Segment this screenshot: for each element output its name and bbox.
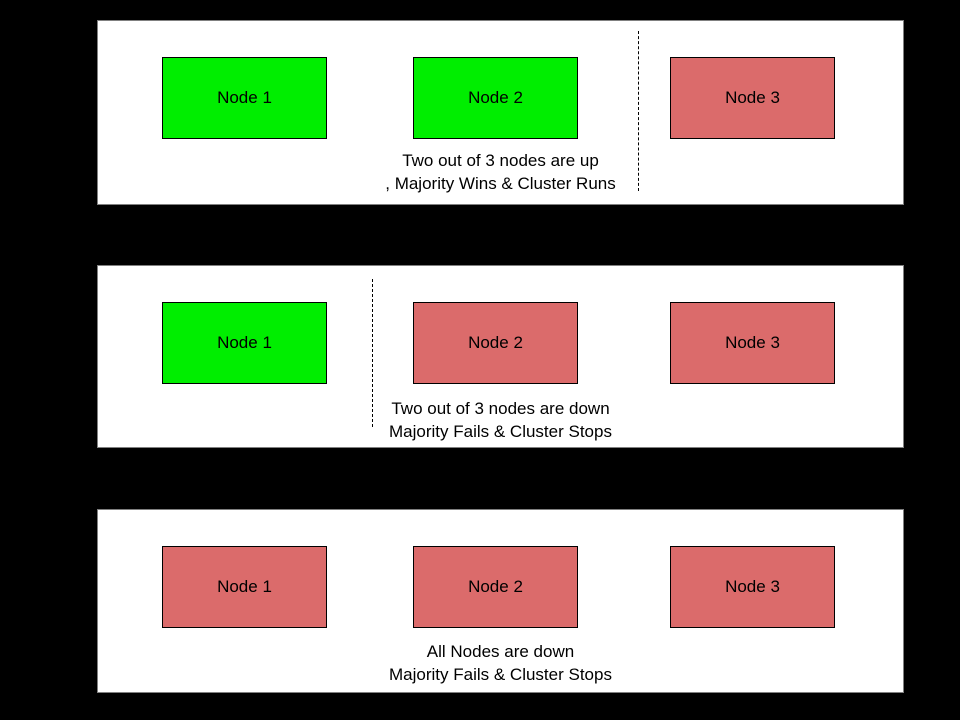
node-box-1: Node 1 bbox=[162, 57, 327, 139]
scenario-caption: Two out of 3 nodes are down Majority Fai… bbox=[98, 397, 903, 443]
node-box-1: Node 1 bbox=[162, 302, 327, 384]
caption-line-1: Two out of 3 nodes are down bbox=[391, 399, 610, 418]
node-label: Node 2 bbox=[468, 577, 523, 596]
caption-line-1: All Nodes are down bbox=[426, 642, 575, 661]
node-label: Node 1 bbox=[217, 88, 272, 107]
scenario-panel-majority-down: Node 1 Node 2 Node 3 Two out of 3 nodes … bbox=[97, 265, 904, 448]
caption-line-2: , Majority Wins & Cluster Runs bbox=[385, 174, 616, 193]
node-label: Node 2 bbox=[468, 88, 523, 107]
scenario-caption: All Nodes are down Majority Fails & Clus… bbox=[98, 640, 903, 686]
caption-line-2: Majority Fails & Cluster Stops bbox=[389, 422, 612, 441]
node-box-2: Node 2 bbox=[413, 57, 578, 139]
partition-divider-line bbox=[372, 279, 373, 427]
node-box-3: Node 3 bbox=[670, 546, 835, 628]
node-label: Node 1 bbox=[217, 333, 272, 352]
node-box-2: Node 2 bbox=[413, 546, 578, 628]
node-box-3: Node 3 bbox=[670, 302, 835, 384]
node-box-2: Node 2 bbox=[413, 302, 578, 384]
node-box-1: Node 1 bbox=[162, 546, 327, 628]
scenario-caption: Two out of 3 nodes are up , Majority Win… bbox=[98, 149, 903, 195]
caption-line-2: Majority Fails & Cluster Stops bbox=[389, 665, 612, 684]
node-label: Node 3 bbox=[725, 577, 780, 596]
node-label: Node 2 bbox=[468, 333, 523, 352]
partition-divider-line bbox=[638, 31, 639, 191]
node-box-3: Node 3 bbox=[670, 57, 835, 139]
scenario-panel-majority-up: Node 1 Node 2 Node 3 Two out of 3 nodes … bbox=[97, 20, 904, 205]
node-label: Node 1 bbox=[217, 577, 272, 596]
node-label: Node 3 bbox=[725, 88, 780, 107]
node-label: Node 3 bbox=[725, 333, 780, 352]
scenario-panel-all-down: Node 1 Node 2 Node 3 All Nodes are down … bbox=[97, 509, 904, 693]
caption-line-1: Two out of 3 nodes are up bbox=[402, 151, 599, 170]
